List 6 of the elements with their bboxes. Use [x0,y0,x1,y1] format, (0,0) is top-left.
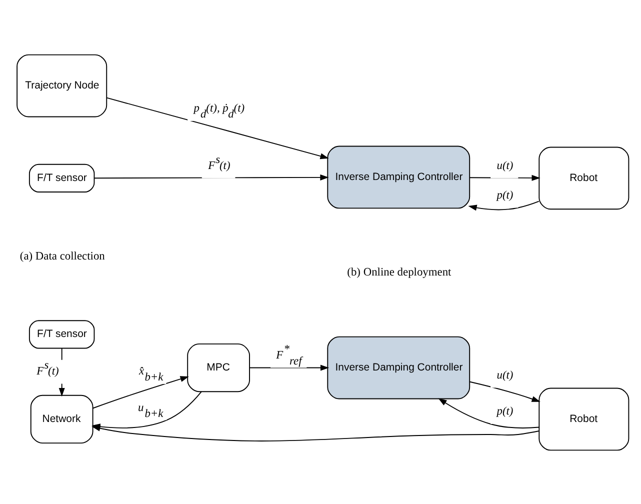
label: (b) Online deployment [347,266,452,278]
edge-label: u(t) [496,159,514,172]
edge-label: p(t) [496,188,514,201]
edge-label: u(t) [496,368,514,381]
edge-label: p(t) [496,405,514,418]
label: (a) Data collection [20,250,105,262]
